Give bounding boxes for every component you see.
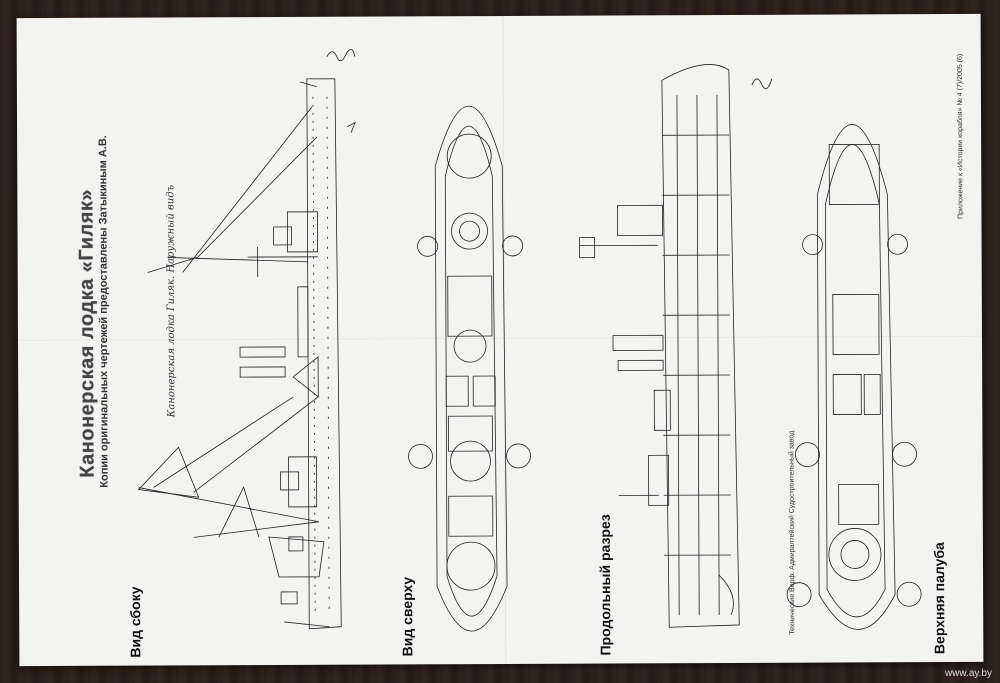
- side-view-drawing: [137, 78, 342, 630]
- imprint-text: Приложение к «Истории корабля» № 4 (7)/2…: [956, 53, 965, 220]
- handwritten-title: Канонерская лодка Гиляк. Наружный видъ: [165, 184, 178, 418]
- label-section: Продольный разрез: [596, 514, 614, 656]
- signatures: [326, 49, 773, 133]
- label-top-view: Вид сверху: [399, 576, 416, 657]
- ship-drawings: [137, 49, 922, 632]
- section-drawing: [579, 64, 740, 628]
- upper-deck-drawing: [786, 124, 922, 630]
- poster-subtitle: Копии оригинальных чертежей предоставлен…: [97, 135, 111, 488]
- top-view-drawing: [408, 105, 531, 632]
- label-side-view: Вид сбоку: [127, 586, 144, 658]
- poster-title: Канонерская лодка «Гиляк»: [75, 188, 99, 478]
- label-upper-deck: Верхняя палуба: [930, 542, 948, 655]
- watermark: www.ay.by: [944, 668, 992, 679]
- stamp-text: Технические Верф. Адмиралтейский Судостр…: [788, 430, 797, 635]
- blueprint-poster: Канонерская лодка «Гиляк» Копии оригинал…: [16, 13, 984, 667]
